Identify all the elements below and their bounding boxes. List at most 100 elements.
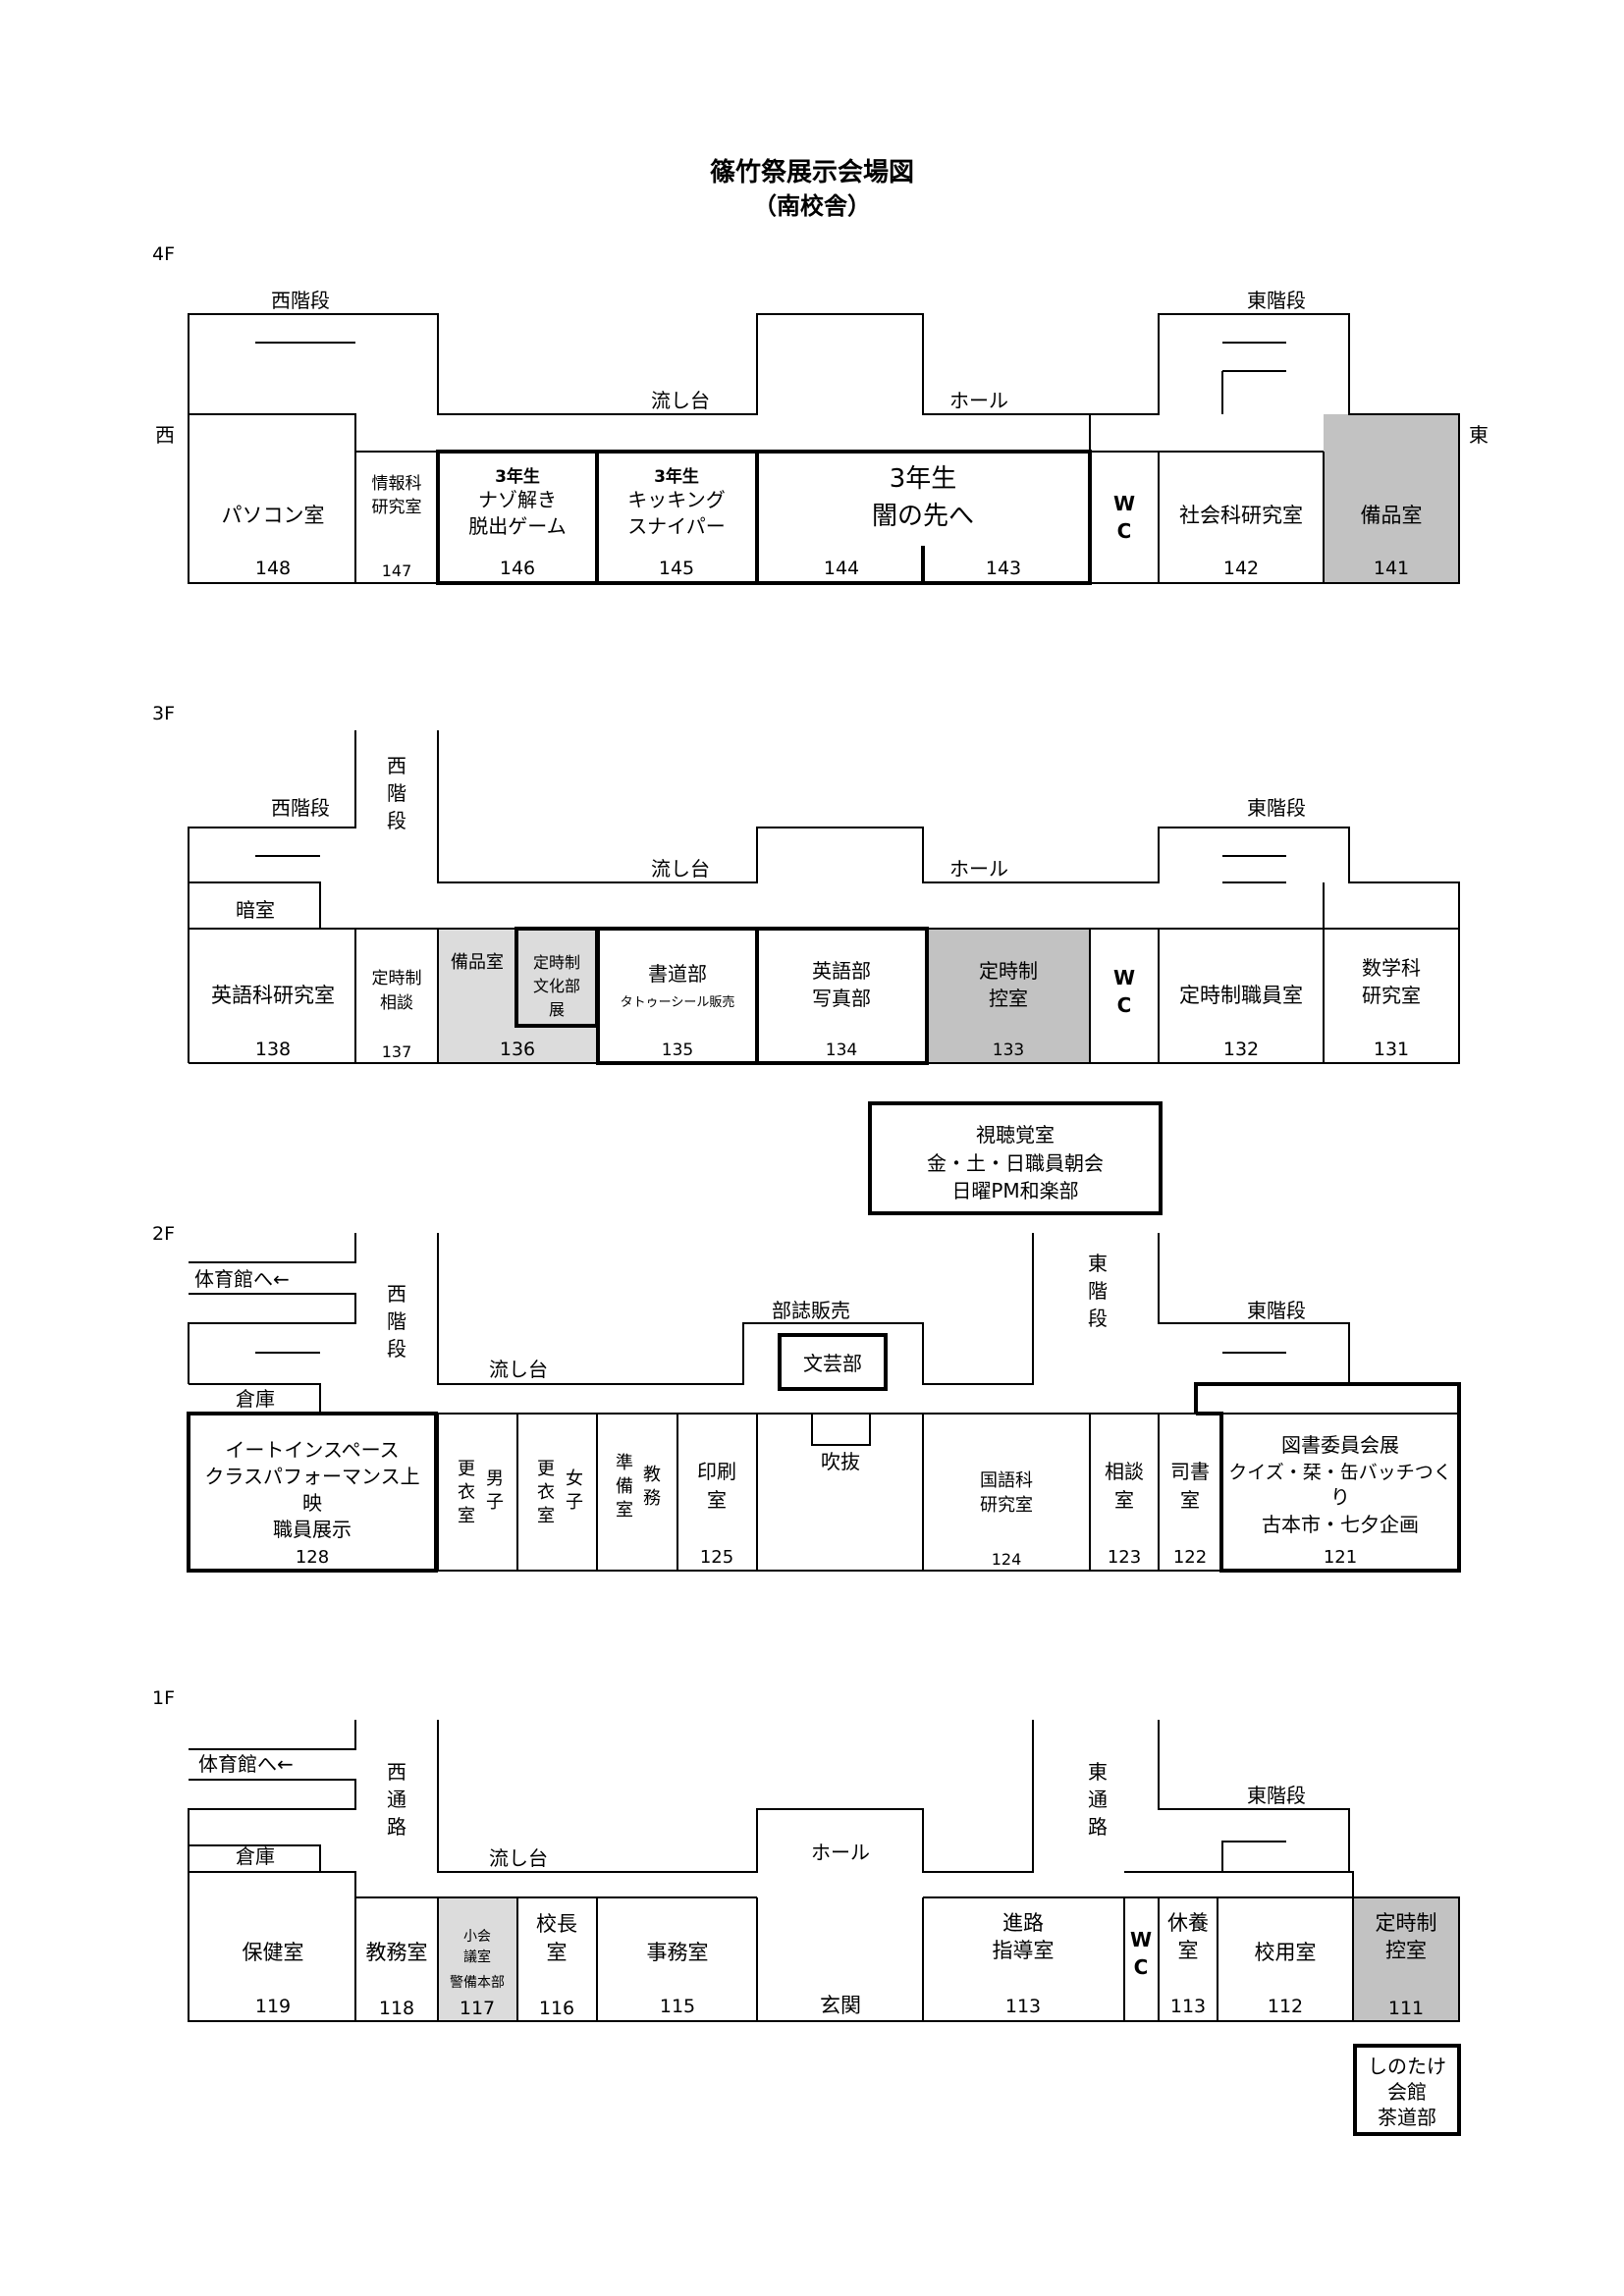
- floor-4f: 4F 西 東 西階段 東階段 流し台 ホール パソコン室 148 情報科 研究室…: [152, 243, 1489, 585]
- room-128-label: 職員展示: [273, 1518, 352, 1541]
- av-room-label: 視聴覚室: [976, 1123, 1055, 1147]
- room-122-number: 122: [1173, 1547, 1207, 1568]
- room-135-label: 書道部: [648, 962, 707, 986]
- wc-label: C: [1117, 993, 1132, 1017]
- room-134-label: 英語部: [812, 959, 871, 983]
- room-119-number: 119: [255, 1996, 291, 2017]
- room-128-number: 128: [296, 1547, 329, 1568]
- room-121-label: り: [1330, 1485, 1350, 1509]
- room-146-number: 146: [500, 558, 535, 579]
- shinotake-hall-label: しのたけ: [1368, 2055, 1446, 2078]
- room-144-143-label: 闇の先へ: [872, 502, 974, 531]
- room-117-number: 117: [460, 1998, 495, 2019]
- east-label: 東: [1469, 423, 1489, 447]
- room-113-guidance-label: 進路: [1002, 1911, 1044, 1935]
- room-136-exhibit-label: 定時制: [533, 953, 580, 972]
- floor-label: 4F: [152, 243, 175, 265]
- sink-label: 流し台: [651, 857, 710, 881]
- room-131-label: 数学科: [1362, 956, 1421, 980]
- room-117-shade: [438, 1897, 517, 2021]
- room-142-number: 142: [1223, 558, 1259, 579]
- sink-label: 流し台: [489, 1358, 548, 1381]
- av-room-box: 視聴覚室 金・土・日職員朝会 日曜PM和楽部: [868, 1101, 1163, 1215]
- girls-changing-room-label: 更: [537, 1459, 555, 1479]
- room-125-number: 125: [700, 1547, 733, 1568]
- wc-label: C: [1134, 1955, 1149, 1979]
- room-138-name: 英語科研究室: [211, 984, 335, 1007]
- room-124-label: 国語科: [980, 1470, 1033, 1491]
- room-131-label: 研究室: [1362, 984, 1421, 1007]
- west-stairs-vertical-label: 階: [387, 781, 406, 805]
- storage-label: 倉庫: [236, 1844, 275, 1868]
- room-115-name: 事務室: [647, 1941, 709, 1964]
- boys-changing-room-label: 室: [458, 1506, 475, 1526]
- room-128-box: [187, 1412, 438, 1573]
- room-133-label: 定時制: [979, 959, 1038, 983]
- room-116-number: 116: [539, 1998, 574, 2019]
- hall-label: ホール: [811, 1841, 870, 1864]
- room-148-name: パソコン室: [222, 504, 325, 527]
- gym-direction-label: 体育館へ←: [194, 1267, 290, 1291]
- floor-outline: [188, 1720, 1034, 1873]
- room-145-label: 3年生: [654, 466, 699, 487]
- room-112-name: 校用室: [1255, 1941, 1317, 1964]
- room-146-label: 3年生: [495, 466, 540, 487]
- west-stairs-vertical-label: 段: [387, 809, 406, 832]
- room-116-label: 校長: [536, 1912, 577, 1936]
- east-stair-mark: [1222, 855, 1286, 883]
- room-117-label: 議室: [463, 1949, 491, 1965]
- room-135-label: タトゥーシール販売: [621, 994, 735, 1010]
- room-134-label: 写真部: [812, 987, 871, 1010]
- room-136-storage-label: 備品室: [451, 952, 504, 973]
- exhibit-rooms-4f: [436, 450, 1092, 585]
- academic-prep-room-label: 教: [643, 1465, 661, 1485]
- room-146-label: 脱出ゲーム: [468, 514, 566, 538]
- room-113-rest-label: 休養: [1167, 1911, 1209, 1935]
- room-134-number: 134: [826, 1041, 857, 1060]
- west-stairs-vertical-label: 西: [387, 754, 406, 777]
- floor-2f: 2F 体育館へ← 西 階 段 東 階 段 東階段 流し台 部誌販売 文芸部 倉庫…: [152, 1223, 1461, 1573]
- room-131-number: 131: [1374, 1039, 1409, 1060]
- room-121-label: 古本市・七夕企画: [1262, 1513, 1419, 1536]
- room-116-label: 室: [547, 1941, 568, 1964]
- room-123-label: 室: [1114, 1488, 1134, 1512]
- room-136-exhibit-label: 文化部: [533, 977, 580, 995]
- literary-club-label: 文芸部: [803, 1352, 862, 1375]
- literary-club-box: [778, 1333, 888, 1391]
- room-121-label: 図書委員会展: [1281, 1433, 1399, 1457]
- sink-label: 流し台: [489, 1846, 548, 1870]
- room-148-number: 148: [255, 558, 291, 579]
- west-stairs-label: 西階段: [271, 796, 330, 820]
- floor-outline: [188, 1233, 1034, 1385]
- boys-changing-room-label: 男: [486, 1468, 504, 1489]
- floor-outline: [188, 313, 1460, 584]
- room-132-number: 132: [1223, 1039, 1259, 1060]
- west-passage-vertical-label: 西: [387, 1760, 406, 1784]
- room-128-label: イートインスペース: [225, 1438, 399, 1462]
- room-113-guidance-number: 113: [1005, 1996, 1041, 2017]
- west-label: 西: [155, 423, 175, 447]
- room-132-name: 定時制職員室: [1179, 984, 1303, 1007]
- room-112-number: 112: [1268, 1996, 1303, 2017]
- magazine-sale-label: 部誌販売: [772, 1299, 850, 1322]
- room-144-number: 144: [824, 558, 859, 579]
- gym-direction-label: 体育館へ←: [198, 1752, 294, 1776]
- room-115-number: 115: [660, 1996, 695, 2017]
- floor-1f: 1F 体育館へ← 西 通 路 東 通 路 東階段 流し台 ホール 倉庫 保健室 …: [152, 1687, 1460, 2022]
- room-119-name: 保健室: [243, 1941, 304, 1964]
- page-subtitle: （南校舎）: [753, 192, 871, 220]
- room-124-number: 124: [992, 1550, 1022, 1569]
- room-111-label: 控室: [1385, 1939, 1427, 1962]
- room-136-exhibit-label: 展: [549, 1000, 565, 1019]
- room-133-shade: [927, 929, 1090, 1063]
- academic-prep-room-label: 備: [616, 1476, 633, 1497]
- room-137-label: 相談: [380, 993, 413, 1013]
- room-113-rest-label: 室: [1178, 1939, 1199, 1962]
- room-141-number: 141: [1374, 558, 1409, 579]
- room-113-guidance-label: 指導室: [993, 1939, 1055, 1962]
- shinotake-hall-label: 会館: [1387, 2080, 1427, 2104]
- room-113-rest-number: 113: [1170, 1996, 1206, 2017]
- boys-changing-room-label: 衣: [458, 1482, 475, 1503]
- exhibit-rooms-3f: [596, 927, 929, 1065]
- room-122-label: 司書: [1170, 1460, 1210, 1483]
